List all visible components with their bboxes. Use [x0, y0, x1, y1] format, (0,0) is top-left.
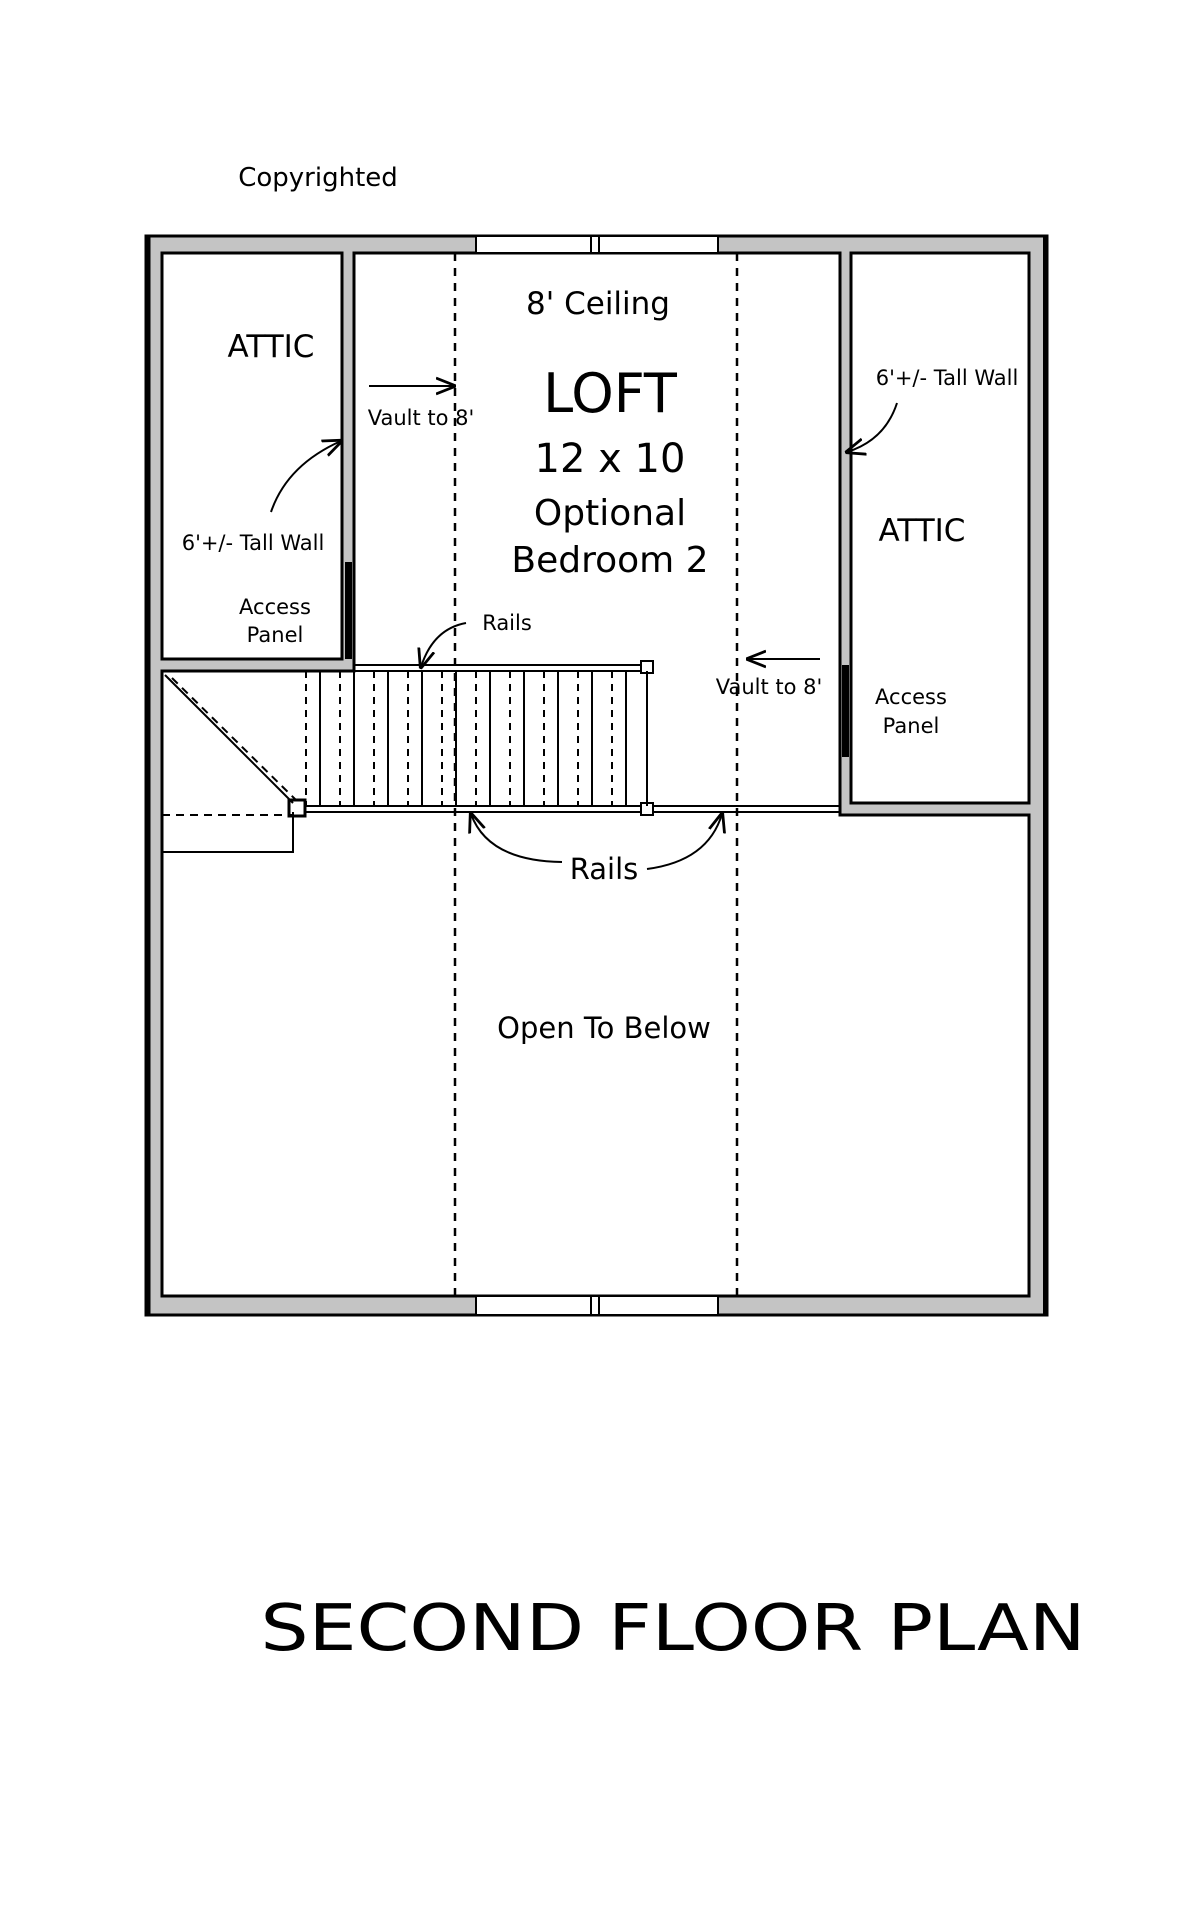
- window-bottom: [475, 1295, 719, 1316]
- arrow-rails-top: [421, 622, 467, 667]
- left-tall-wall-label: 6'+/- Tall Wall: [182, 531, 325, 555]
- arrow-rails-bottom-left: [471, 814, 563, 863]
- loft-dimensions: 12 x 10: [535, 436, 686, 482]
- loft-optional-line2: Bedroom 2: [511, 540, 708, 581]
- left-access-label-1: Access: [239, 595, 311, 619]
- plan-title: SECOND FLOOR PLAN: [261, 1592, 1086, 1666]
- right-attic-title: ATTIC: [879, 513, 966, 549]
- right-access-label-1: Access: [875, 685, 947, 709]
- copyright-label: Copyrighted: [238, 163, 398, 193]
- staircase: [162, 660, 840, 853]
- room-right-attic: [849, 251, 1031, 805]
- room-left-attic: [160, 251, 344, 661]
- left-access-label-2: Panel: [247, 623, 304, 647]
- left-attic-title: ATTIC: [228, 329, 315, 365]
- right-access-panel: [842, 665, 849, 757]
- right-tall-wall-label: 6'+/- Tall Wall: [876, 366, 1019, 390]
- right-vault-label: Vault to 8': [716, 675, 823, 699]
- arrow-left-tall-wall: [270, 441, 341, 513]
- loft-title: LOFT: [543, 362, 678, 425]
- arrow-rails-bottom-right: [646, 814, 722, 870]
- loft-ceiling-label: 8' Ceiling: [526, 286, 670, 322]
- arrow-right-tall-wall: [847, 402, 898, 452]
- left-vault-label: Vault to 8': [368, 406, 475, 430]
- walls: [144, 234, 1049, 1317]
- room-loft-open-below: [160, 251, 1031, 1298]
- rails-top-label: Rails: [482, 611, 532, 635]
- right-access-label-2: Panel: [883, 714, 940, 738]
- open-below-label: Open To Below: [497, 1011, 711, 1045]
- loft-optional-line1: Optional: [534, 493, 686, 534]
- left-access-panel: [345, 562, 352, 659]
- window-top: [475, 235, 719, 254]
- rails-bottom-label: Rails: [570, 852, 639, 886]
